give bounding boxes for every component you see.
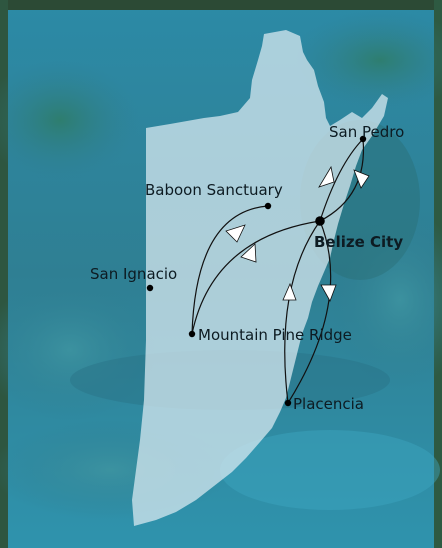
arrow-belize-city-to-placencia [320, 284, 337, 302]
route-belize-city-to-placencia[interactable] [287, 220, 332, 404]
route-san-pedro-to-belize-city[interactable] [319, 138, 365, 222]
belize-land-silhouette [132, 30, 388, 526]
arrow-belize-city-to-san-pedro [318, 165, 335, 188]
place-dot-san-pedro[interactable] [359, 135, 367, 143]
place-label-san-ignacio: San Ignacio [90, 265, 177, 283]
place-dot-belize-city[interactable] [315, 216, 325, 226]
place-labels: San Pedro Baboon Sanctuary Belize City S… [90, 123, 404, 413]
place-dot-san-ignacio[interactable] [146, 284, 154, 292]
arrow-baboon-sanctuary-to-mountain-pine-ridge [225, 224, 246, 243]
route-arrows [225, 165, 370, 302]
arrow-placencia-to-belize-city [282, 282, 297, 301]
place-label-baboon-sanctuary: Baboon Sanctuary [145, 181, 283, 199]
route-belize-city-to-mountain-pine-ridge[interactable] [191, 220, 321, 335]
place-dot-placencia[interactable] [284, 399, 292, 407]
place-label-mountain-pine-ridge: Mountain Pine Ridge [198, 326, 352, 344]
place-label-san-pedro: San Pedro [329, 123, 404, 141]
arrow-san-pedro-to-belize-city [353, 169, 370, 189]
place-dot-mountain-pine-ridge[interactable] [188, 330, 196, 338]
route-baboon-sanctuary-to-mountain-pine-ridge[interactable] [191, 205, 269, 335]
place-dot-baboon-sanctuary[interactable] [264, 202, 272, 210]
place-label-placencia: Placencia [293, 395, 364, 413]
place-markers [146, 135, 367, 407]
place-label-belize-city: Belize City [314, 233, 403, 251]
route-belize-city-to-san-pedro[interactable] [319, 138, 364, 222]
arrow-belize-city-to-mountain-pine-ridge [240, 243, 257, 263]
